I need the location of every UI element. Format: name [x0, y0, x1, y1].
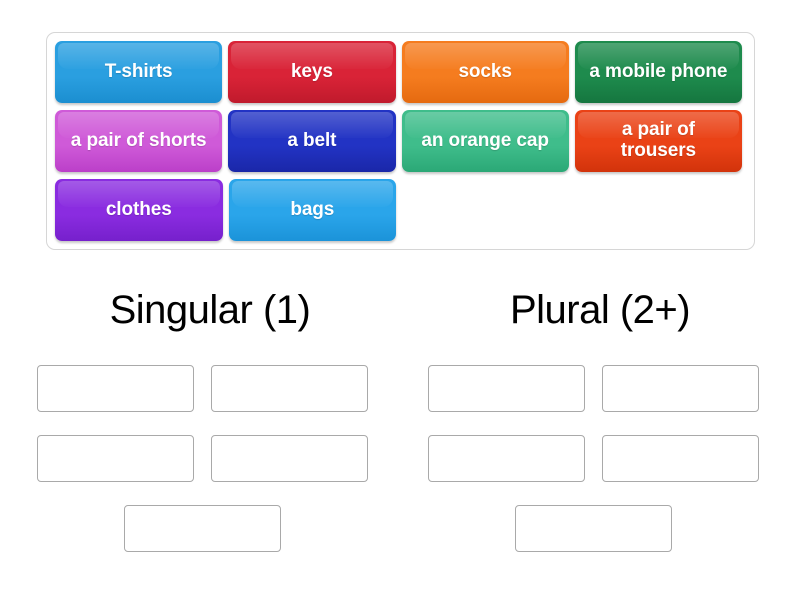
tile-label: an orange cap: [421, 129, 549, 151]
tile-label: socks: [458, 60, 512, 82]
column-heading-plural: Plural (2+): [509, 288, 691, 332]
tile-slot-empty: [575, 179, 742, 241]
dropzone-singular-5[interactable]: [124, 505, 281, 552]
tile-bags[interactable]: bags: [228, 179, 397, 241]
tile-clothes[interactable]: clothes: [55, 179, 223, 241]
tile-label: a mobile phone: [589, 60, 728, 82]
dropzone-plural-2[interactable]: [602, 365, 759, 412]
dropzone-plural-5[interactable]: [515, 505, 672, 552]
dropzone-singular-2[interactable]: [211, 365, 368, 412]
tile-row: T-shirts keys socks a mobile phone: [55, 41, 748, 103]
tile-label: keys: [290, 60, 333, 82]
tile-slot-empty: [402, 179, 569, 241]
tile-label: a pair of trousers: [620, 119, 696, 161]
dropzone-plural-4[interactable]: [602, 435, 759, 482]
tile-label: T-shirts: [104, 60, 173, 82]
dropzone-plural-1[interactable]: [428, 365, 585, 412]
tile-t-shirts[interactable]: T-shirts: [55, 41, 223, 103]
column-heading-singular: Singular (1): [109, 288, 311, 332]
tile-label: clothes: [105, 198, 172, 220]
tile-keys[interactable]: keys: [228, 41, 396, 103]
tile-row: a pair of shorts a belt an orange cap a …: [55, 110, 748, 172]
tile-label: a belt: [287, 129, 337, 151]
tile-row: clothes bags: [55, 179, 748, 241]
tile-a-pair-of-shorts[interactable]: a pair of shorts: [55, 110, 223, 172]
tile-socks[interactable]: socks: [401, 41, 569, 103]
dropzone-singular-1[interactable]: [37, 365, 194, 412]
tile-a-belt[interactable]: a belt: [228, 110, 396, 172]
dropzone-singular-4[interactable]: [211, 435, 368, 482]
dropzone-plural-3[interactable]: [428, 435, 585, 482]
tile-an-orange-cap[interactable]: an orange cap: [401, 110, 569, 172]
tile-label: a pair of shorts: [70, 129, 207, 151]
tile-a-mobile-phone[interactable]: a mobile phone: [574, 41, 742, 103]
tile-a-pair-of-trousers[interactable]: a pair of trousers: [574, 110, 742, 172]
word-tile-tray: T-shirts keys socks a mobile phone a pai…: [46, 32, 755, 250]
tile-label: bags: [290, 198, 335, 220]
dropzone-singular-3[interactable]: [37, 435, 194, 482]
